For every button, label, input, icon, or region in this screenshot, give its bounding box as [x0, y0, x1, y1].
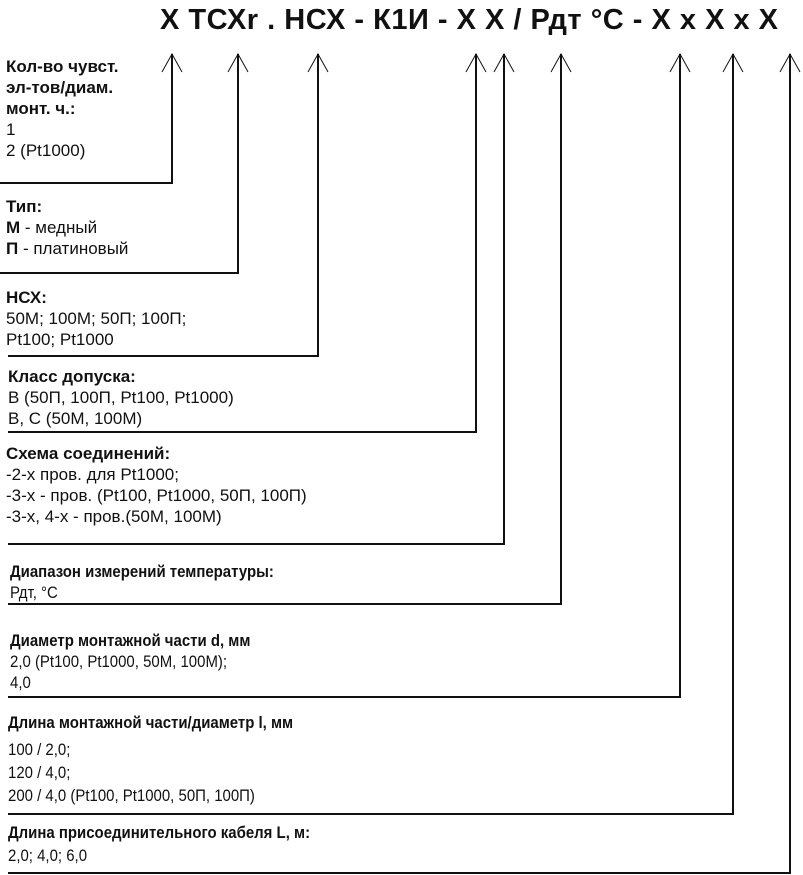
block-title: Диаметр монтажной части d, мм: [10, 631, 251, 650]
arrow-up-icon: [779, 52, 801, 73]
option-text: - платиновый: [18, 239, 129, 258]
connector-temp-range: [8, 54, 562, 605]
block-title-3: монт. ч.:: [6, 99, 76, 118]
option: 1: [6, 120, 16, 139]
block-temp-range: Диапазон измерений температуры: Рдт, °С: [10, 561, 274, 603]
block-title: Класс допуска:: [8, 367, 136, 386]
option: 2,0; 4,0; 6,0: [8, 846, 88, 865]
arrow-up-icon: [307, 52, 329, 73]
arrow-up-icon: [722, 52, 744, 73]
block-title: Тип:: [6, 197, 43, 216]
arrow-up-icon: [465, 52, 487, 73]
connector-diameter: [8, 54, 681, 698]
option: -3-х - пров. (Pt100, Pt1000, 50П, 100П): [6, 486, 307, 505]
option: Рдт, °С: [10, 583, 58, 602]
option: В (50П, 100П, Pt100, Pt1000): [8, 388, 234, 407]
option: 120 / 4,0;: [8, 763, 71, 782]
connector-cable-length: [8, 54, 791, 874]
option: 4,0: [10, 673, 31, 692]
option: 2 (Pt1000): [6, 141, 86, 160]
option-text: - медный: [20, 218, 98, 237]
arrow-up-icon: [669, 52, 691, 73]
block-title: Диапазон измерений температуры:: [10, 562, 274, 581]
connector-nsh: [8, 54, 319, 357]
connector-sensor-count: [0, 54, 173, 184]
option: М - медный: [6, 217, 128, 238]
block-title: НСХ:: [6, 288, 47, 307]
block-sensor-count: Кол-во чувст. эл-тов/диам. монт. ч.: 1 2…: [6, 56, 119, 161]
option: П - платиновый: [6, 238, 128, 259]
block-length: Длина монтажной части/диаметр l, мм 100 …: [8, 711, 293, 807]
option: Pt100; Pt1000: [6, 330, 114, 349]
arrow-up-icon: [227, 52, 249, 73]
connector-tolerance-class: [8, 54, 477, 433]
block-title: Длина монтажной части/диаметр l, мм: [8, 713, 294, 732]
option-key: М: [6, 218, 21, 237]
block-title: Длина присоединительного кабеля L, м:: [8, 823, 311, 842]
option: 50М; 100М; 50П; 100П;: [6, 309, 187, 328]
option: 200 / 4,0 (Pt100, Pt1000, 50П, 100П): [8, 786, 255, 805]
block-nsh: НСХ: 50М; 100М; 50П; 100П; Pt100; Pt1000: [6, 287, 186, 350]
option-key: П: [6, 239, 19, 258]
block-title-2: эл-тов/диам.: [6, 78, 114, 97]
option: 2,0 (Pt100, Pt1000, 50М, 100М);: [10, 652, 228, 671]
arrow-up-icon: [161, 52, 183, 73]
arrow-up-icon: [550, 52, 572, 73]
option: В, С (50М, 100М): [8, 409, 143, 428]
connector-length: [8, 54, 734, 815]
option: 100 / 2,0;: [8, 740, 71, 759]
option: -3-х, 4-х - пров.(50М, 100М): [6, 507, 222, 526]
block-cable-length: Длина присоединительного кабеля L, м: 2,…: [8, 821, 310, 867]
arrow-up-icon: [493, 52, 515, 73]
block-wiring-scheme: Схема соединений: -2-х пров. для Pt1000;…: [6, 443, 307, 527]
block-title: Кол-во чувст.: [6, 57, 119, 76]
block-type: Тип: М - медный П - платиновый: [6, 196, 128, 259]
block-tolerance-class: Класс допуска: В (50П, 100П, Pt100, Pt10…: [8, 366, 234, 429]
block-diameter: Диаметр монтажной части d, мм 2,0 (Pt100…: [10, 630, 250, 693]
connector-type: [0, 54, 239, 274]
connector-wiring-scheme: [8, 54, 505, 545]
designation-code: X ТСХr . НСХ - К1И - X X / Рдт °С - X х …: [160, 4, 779, 36]
option: -2-х пров. для Pt1000;: [6, 465, 179, 484]
block-title: Схема соединений:: [6, 444, 171, 463]
